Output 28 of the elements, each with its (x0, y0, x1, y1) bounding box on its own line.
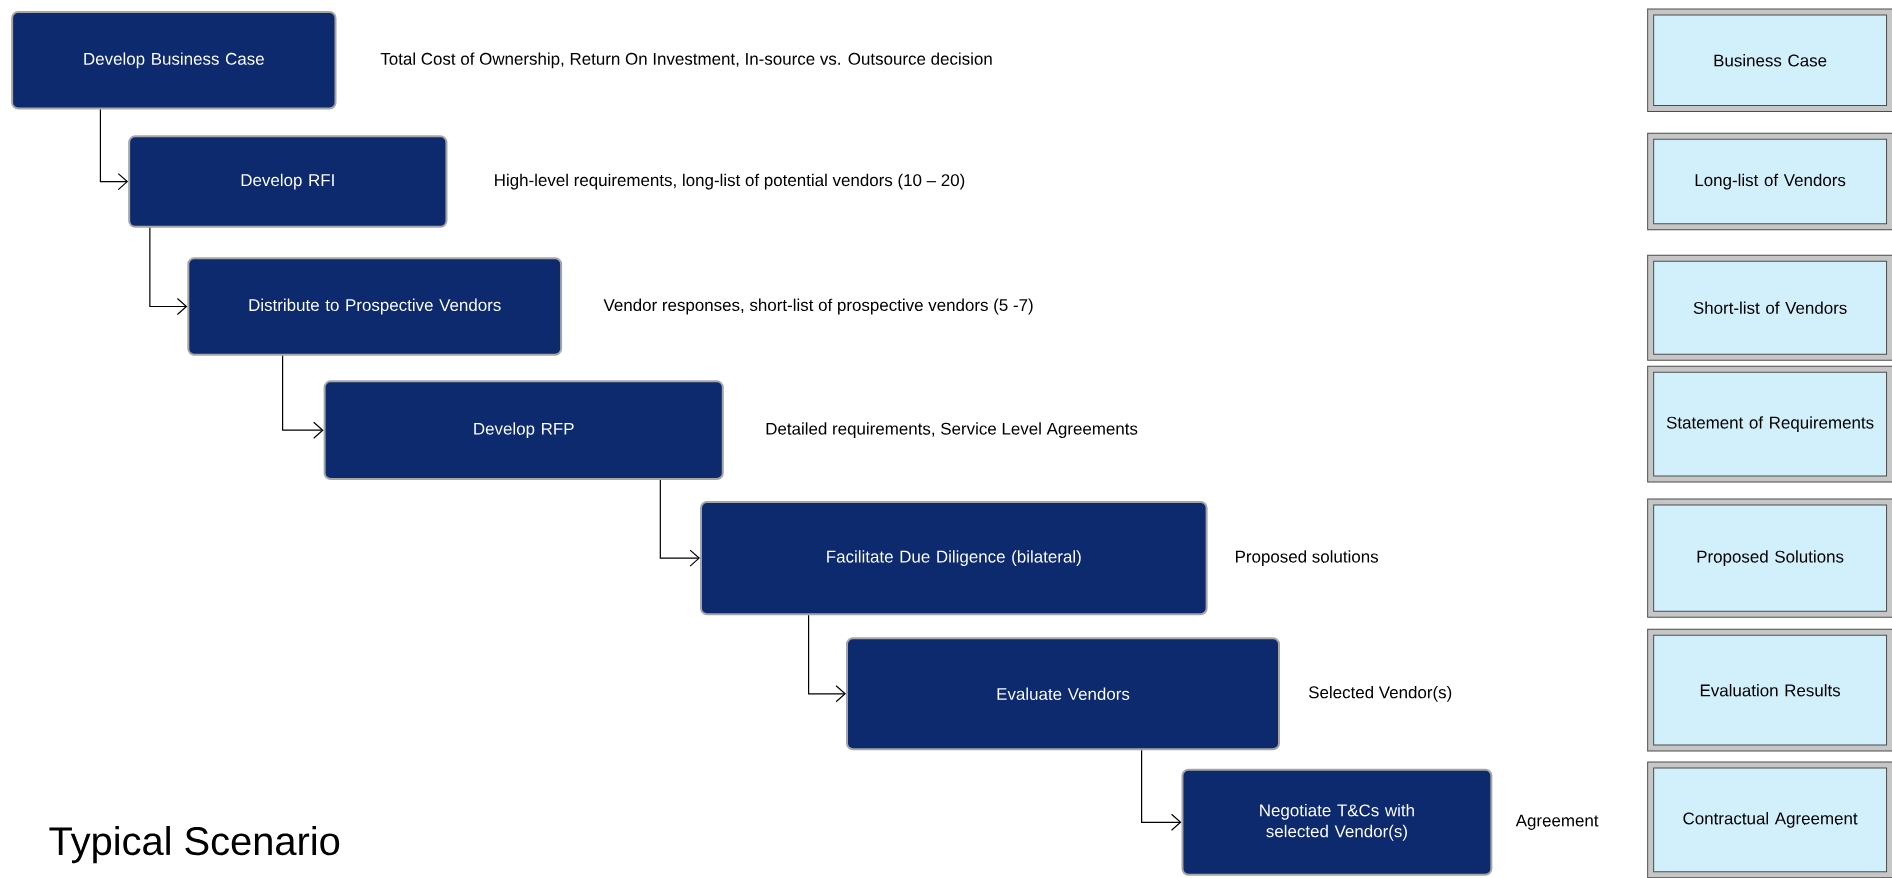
title: Typical Scenario (49, 826, 340, 864)
process-box: Develop RFP (323, 380, 724, 481)
description-text: Agreement (1515, 814, 1599, 830)
output-box: Contractual Agreement (1647, 761, 1892, 878)
output-box: Evaluation Results (1647, 628, 1892, 752)
process-box: Facilitate Due Diligence (bilateral) (700, 501, 1208, 616)
output-box: Short-list of Vendors (1647, 254, 1892, 361)
output-box: Statement of Requirements (1647, 365, 1892, 483)
description-text: Detailed requirements, Service Level Agreements (766, 422, 1138, 439)
process-box: Develop RFI (128, 135, 448, 228)
connector-arrow (99, 108, 129, 191)
connector-arrow (659, 479, 700, 567)
description-text: Selected Vendor(s) (1308, 685, 1452, 702)
description-text: High-level requirements, long-list of potential vendors (10 – 20) (495, 173, 965, 190)
connector-arrow (282, 355, 324, 439)
description-text: Vendor responses, short-list of prospective vendors (5 -7) (603, 298, 1033, 315)
description-text: Proposed solutions (1236, 550, 1378, 566)
connector-arrow (149, 227, 188, 316)
process-box: Evaluate Vendors (846, 637, 1280, 751)
output-box: Business Case (1647, 8, 1892, 113)
description-text: Total Cost of Ownership, Return On Investment, In-source vs. Outsource decision (380, 52, 992, 69)
output-box: Proposed Solutions (1647, 498, 1892, 618)
process-box: Negotiate T&Cs with selected Vendor(s) (1181, 768, 1493, 876)
process-box: Develop Business Case (11, 11, 337, 110)
connector-arrow (1141, 749, 1182, 831)
process-box: Distribute to Prospective Vendors (187, 257, 563, 356)
connector-arrow (808, 614, 846, 703)
output-box: Long-list of Vendors (1647, 132, 1892, 231)
